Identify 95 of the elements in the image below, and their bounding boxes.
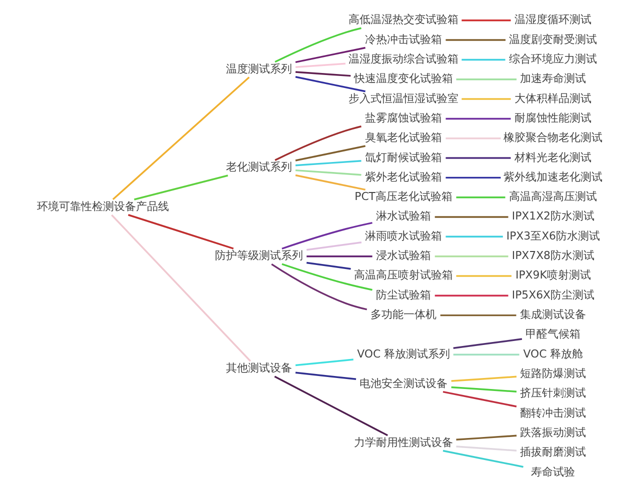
connector — [434, 255, 508, 258]
connector — [446, 39, 506, 41]
node-text: 淋水试验箱 — [376, 210, 432, 223]
connector — [440, 314, 516, 316]
connector — [295, 62, 346, 68]
node-text: 力学耐用性测试设备 — [354, 436, 454, 449]
connector — [274, 126, 362, 161]
node-text: 其他测试设备 — [226, 362, 292, 375]
connector — [446, 157, 511, 159]
connector — [456, 78, 517, 80]
connector — [295, 372, 356, 380]
node-text: 快速温度变化试验箱 — [354, 72, 454, 86]
connector — [271, 263, 368, 310]
node-text: IPX1X2防水测试 — [512, 210, 595, 223]
node-text: 老化测试系列 — [226, 160, 292, 174]
connector — [306, 241, 362, 251]
connector — [306, 262, 351, 270]
node-text: 电池安全测试设备 — [360, 376, 448, 390]
connector — [295, 160, 362, 166]
node-text: 加速寿命测试 — [520, 72, 586, 86]
connector — [462, 98, 511, 100]
connector — [453, 354, 520, 356]
node-text: 温湿度振动综合试验箱 — [348, 52, 459, 66]
node-text: 材料光老化测试 — [514, 150, 592, 164]
node-text: 跌落振动测试 — [520, 426, 586, 440]
node-text: 寿命试验 — [531, 465, 576, 478]
connector — [434, 216, 508, 218]
node-text: 集成测试设备 — [520, 308, 586, 322]
connector — [295, 169, 362, 176]
connector — [295, 358, 354, 366]
node-text: 紫外老化试验箱 — [365, 170, 442, 184]
connector — [306, 255, 372, 258]
node-text: 防尘试验箱 — [376, 288, 432, 302]
node-text: 温湿度循环测试 — [514, 13, 592, 26]
connector — [462, 20, 511, 22]
node-text: 短路防爆测试 — [520, 367, 586, 380]
node-text: PCT高压老化试验箱 — [354, 190, 452, 204]
connector — [112, 76, 250, 200]
node-text: 橡胶聚合物老化测试 — [504, 131, 603, 144]
connector — [128, 214, 234, 250]
node-text: 浸水试验箱 — [376, 249, 432, 262]
connector — [434, 294, 508, 297]
node-text: 温度剧变耐受测试 — [509, 32, 598, 46]
node-text: 高温高压喷射试验箱 — [354, 268, 454, 282]
connector — [456, 434, 517, 441]
node-text: 氙灯耐候试验箱 — [365, 150, 442, 164]
node-text: 臭氧老化试验箱 — [365, 131, 442, 144]
node-text: 高低温湿热交变试验箱 — [348, 13, 459, 26]
connector — [295, 145, 366, 162]
node-text: VOC 释放舱 — [523, 347, 584, 360]
connector — [282, 263, 372, 291]
node-text: IP5X6X防尘测试 — [512, 288, 595, 302]
connector — [274, 27, 362, 63]
node-text: IPX3至X6防水测试 — [506, 229, 600, 242]
connector — [456, 275, 512, 277]
connector — [295, 46, 366, 64]
node-text: 翻转冲击测试 — [520, 406, 586, 420]
connector — [456, 446, 517, 452]
node-text: 多功能一体机 — [370, 308, 437, 322]
connector — [295, 76, 366, 92]
connector — [446, 138, 501, 140]
node-text: 甲醛气候箱 — [526, 328, 581, 341]
node-text: 步入式恒温恒湿试验室 — [348, 92, 459, 105]
connector — [111, 214, 252, 362]
node-text: 环境可靠性检测设备产品线 — [37, 200, 170, 213]
node-text: 挤压针刺测试 — [520, 386, 586, 400]
node-text: 淋雨喷水试验箱 — [365, 229, 442, 242]
connector — [451, 386, 517, 392]
node-text: 耐腐蚀性能测试 — [514, 111, 592, 124]
connector — [446, 118, 511, 120]
node-text: 大体积样品测试 — [514, 92, 592, 105]
connector — [451, 376, 517, 382]
node-text: VOC 释放测试系列 — [357, 347, 450, 360]
node-text: 盐雾腐蚀试验箱 — [365, 111, 442, 124]
connector — [446, 176, 501, 179]
connector — [282, 222, 372, 250]
node-text: 综合环境应力测试 — [509, 52, 598, 66]
connector — [446, 236, 503, 238]
node-text: 插拔耐磨测试 — [520, 446, 586, 459]
node-text: IPX9K喷射测试 — [516, 268, 591, 282]
node-text: 高温高湿高压测试 — [509, 190, 598, 204]
connector — [462, 58, 506, 61]
connector — [295, 71, 351, 77]
node-text: 紫外线加速老化测试 — [504, 170, 603, 184]
node-text: 防护等级测试系列 — [214, 249, 303, 262]
connector — [134, 174, 228, 200]
connector — [274, 376, 388, 436]
node-text: 温度测试系列 — [226, 62, 292, 76]
node-text: 冷热冲击试验箱 — [365, 32, 442, 46]
connector — [442, 450, 524, 468]
connector — [442, 390, 517, 408]
connector — [295, 174, 366, 191]
connector — [453, 338, 522, 350]
connector — [456, 196, 506, 198]
node-text: IPX7X8防水测试 — [512, 249, 595, 262]
